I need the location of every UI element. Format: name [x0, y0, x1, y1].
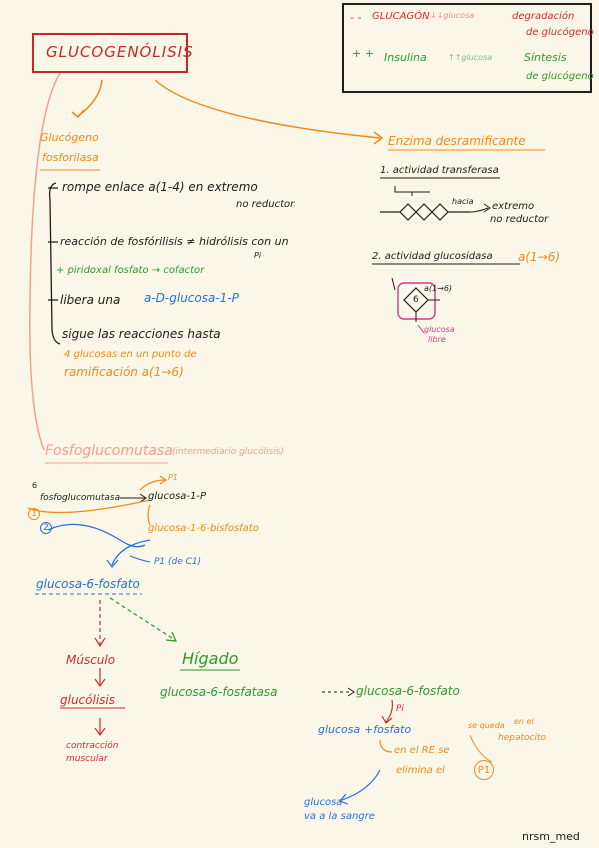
legend-degradacion: degradación — [512, 11, 575, 22]
mutasa-p1-from: P1 (de C1) — [154, 557, 202, 567]
legend-box — [342, 3, 592, 93]
mutasa-intermediate: glucosa-1-6-bisfosfato — [148, 523, 259, 534]
musculo-heading: Músculo — [66, 653, 116, 667]
glucosa-libre-1: glucosa — [424, 325, 455, 334]
higado-pi: Pi — [396, 704, 404, 714]
higado-note-2: en el — [514, 717, 534, 726]
higado-enzyme: glucosa-6-fosfatasa — [160, 685, 278, 699]
higado-final-2: va a la sangre — [304, 811, 375, 822]
actividad-transferasa: 1. actividad transferasa — [380, 165, 499, 176]
legend-glucosa-down: ↓↓glucosa — [430, 11, 475, 20]
actividad-glucosidasa: 2. actividad glucosidasa — [372, 251, 493, 262]
mutasa-step-1: glucosa-1-P — [148, 491, 207, 502]
fosforilasa-heading-2: fosforilasa — [42, 151, 99, 164]
higado-re-1: en el RE se — [394, 745, 450, 756]
higado-final-1: glucosa — [304, 797, 343, 808]
legend-sintesis: Síntesis — [524, 51, 567, 64]
legend-de-glucogeno: de glucógeno — [526, 27, 594, 38]
fosfoglucomutasa-heading: Fosfoglucomutasa — [45, 443, 173, 459]
fosforilasa-item-3: + piridoxal fosfato → cofactor — [56, 265, 205, 276]
fosforilasa-heading-1: Glucógeno — [40, 131, 99, 144]
higado-note-1: se queda — [468, 721, 505, 730]
step-2-marker: 2 — [40, 522, 52, 534]
higado-glucosa: glucosa — [318, 723, 361, 736]
fosforilasa-note-1: 4 glucosas en un punto de — [64, 349, 197, 360]
musculo-glucolisis: glucólisis — [60, 693, 116, 707]
desramificante-heading: Enzima desramificante — [388, 134, 526, 148]
musculo-result-1: contracción — [66, 741, 119, 751]
transferasa-extremo: extremo — [492, 201, 535, 212]
legend-insulina: Insulina — [384, 51, 427, 64]
fosforilasa-item-5: sigue las reacciones hasta — [62, 327, 221, 341]
signature: nrsm_med — [522, 830, 580, 843]
higado-product: glucosa-6-fosfato — [356, 684, 460, 698]
transferasa-no-reductor: no reductor — [490, 214, 549, 225]
carbon-6-label: 6 — [32, 481, 38, 490]
legend-de-glucogeno-2: de glucógeno — [526, 71, 594, 82]
fosforilasa-item-1b: no reductor — [236, 199, 295, 210]
arrow-to-fosforilasa — [77, 79, 103, 117]
title-box — [32, 33, 188, 73]
fosforilasa-item-2: reacción de fosfórilisis ≠ hidrólisis co… — [60, 235, 289, 248]
pi-circle: P1 — [474, 760, 494, 780]
diamond-label: 6 — [413, 295, 419, 305]
fosforilasa-item-4-value: a-D-glucosa-1-P — [144, 291, 239, 305]
fosforilasa-item-4-prefix: libera una — [60, 293, 121, 307]
arrow-to-desramificante — [154, 79, 381, 139]
bond-label: a(1→6) — [424, 284, 453, 293]
arrow-to-higado — [109, 597, 176, 641]
mutasa-step-0: fosfoglucomutasa — [40, 493, 121, 503]
fosforilasa-item-1: rompe enlace a(1-4) en extremo — [62, 180, 258, 194]
page-title: GLUCOGENÓLISIS — [46, 43, 194, 61]
higado-fosfato: +fosfato — [364, 723, 412, 736]
higado-note-3: hepatocito — [498, 733, 546, 743]
fosforilasa-note-2: ramificación a(1→6) — [64, 365, 184, 379]
musculo-result-2: muscular — [66, 754, 108, 764]
legend-minus: - - — [350, 11, 362, 24]
fosforilasa-item-2-pi: Pi — [254, 251, 262, 260]
fosfoglucomutasa-subheading: (intermediario glucólisis) — [172, 447, 284, 457]
main-left-line — [29, 72, 61, 451]
glucosa-libre-2: libre — [428, 335, 446, 344]
legend-glucagon: GLUCAGÓN — [372, 11, 430, 22]
mutasa-p1: P1 — [168, 473, 178, 482]
step-1-marker: 1 — [28, 508, 40, 520]
transferasa-hacia: hacia — [452, 197, 474, 206]
higado-re-2: elimina el — [396, 765, 445, 776]
glucosidasa-enlace: a(1→6) — [518, 250, 561, 264]
legend-glucosa-up: ↑↑glucosa — [448, 53, 493, 62]
higado-heading: Hígado — [182, 649, 239, 668]
legend-plus: + + — [352, 47, 374, 60]
fosforilasa-bracket — [48, 182, 61, 345]
mutasa-product: glucosa-6-fosfato — [36, 577, 140, 591]
